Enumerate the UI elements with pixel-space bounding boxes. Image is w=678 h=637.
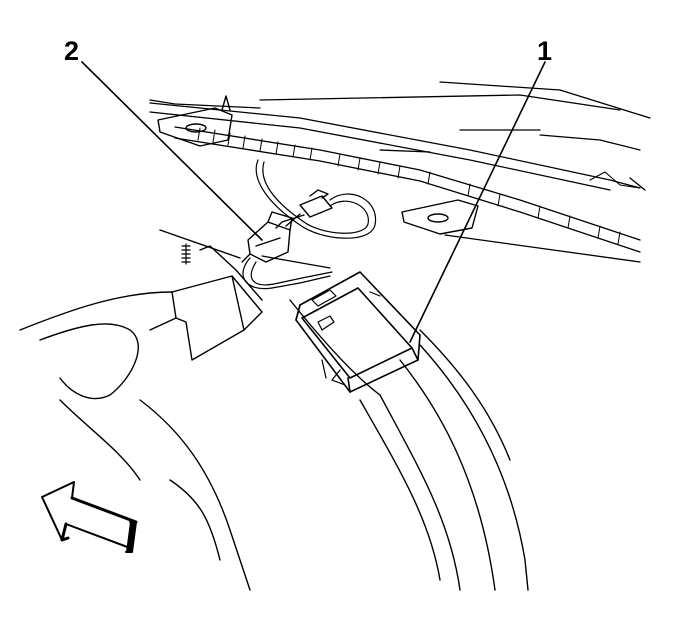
fastener-stud	[181, 243, 191, 265]
leader-lines	[81, 61, 546, 343]
mounting-flange	[149, 229, 263, 361]
leader-line-2	[81, 61, 263, 241]
callout-1: 1	[537, 36, 552, 66]
harness-bracket-right	[401, 199, 479, 235]
outline-arrow-icon	[41, 481, 138, 553]
body-panel-upper	[149, 81, 651, 263]
wiring-harness	[149, 99, 641, 253]
wheel-well-contours	[19, 291, 529, 591]
wiring-connector	[241, 211, 301, 263]
harness-bracket-left	[157, 95, 233, 147]
sensor-module	[295, 271, 421, 393]
leader-line-1	[409, 61, 546, 343]
callout-2: 2	[64, 36, 79, 66]
sensor-lead-wires	[242, 255, 333, 290]
pigtail-wire-loop	[255, 159, 377, 239]
